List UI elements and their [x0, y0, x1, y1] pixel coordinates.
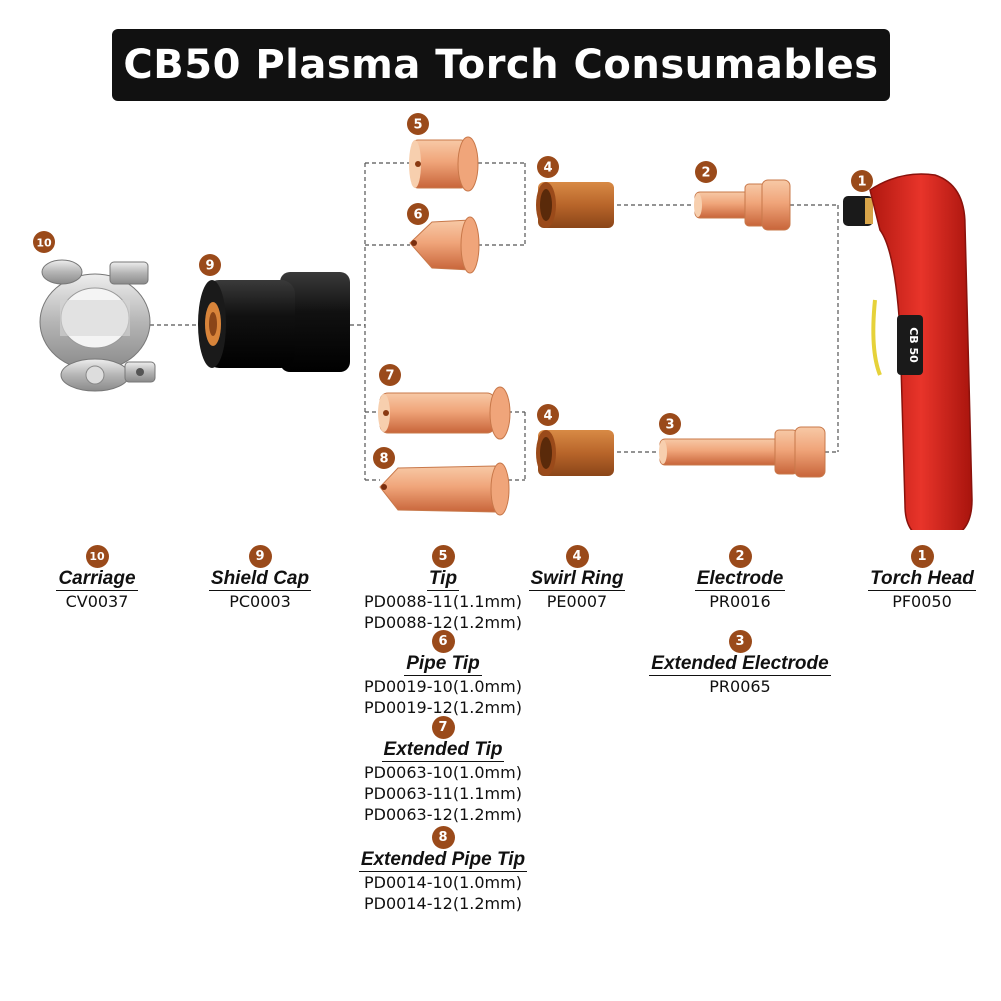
shield-cap-illustration — [198, 272, 350, 372]
part-code: PD0019-10(1.0mm) — [364, 677, 522, 696]
part-number-badge: 1 — [910, 545, 934, 568]
illustration-badge-1: 1 — [851, 170, 873, 192]
swirl-ring-illustration-2 — [536, 430, 614, 476]
illustration-badge-5: 5 — [407, 113, 429, 135]
illustration-badge-3: 3 — [659, 413, 681, 435]
part-code: PD0088-12(1.2mm) — [364, 613, 522, 632]
part-name: Carriage — [56, 568, 138, 591]
part-code: PF0050 — [892, 592, 952, 611]
svg-text:1: 1 — [857, 175, 866, 190]
part-code: PR0016 — [709, 592, 771, 611]
part-number-badge: 3 — [728, 630, 752, 653]
illustration-badge-9: 9 — [199, 254, 221, 276]
part-code: PD0063-12(1.2mm) — [364, 805, 522, 824]
illustration-badge-4: 4 — [537, 404, 559, 426]
pipe-tip-illustration — [409, 216, 480, 274]
part-number-badge: 4 — [565, 545, 589, 568]
part-name: Pipe Tip — [404, 653, 482, 676]
title-banner: CB50 Plasma Torch Consumables — [112, 29, 890, 101]
svg-text:10: 10 — [36, 237, 52, 250]
part-name: Electrode — [694, 568, 786, 591]
part-number-badge: 8 — [431, 826, 455, 849]
part-code: PC0003 — [229, 592, 291, 611]
illustration-badge-6: 6 — [407, 203, 429, 225]
part-code: PE0007 — [546, 592, 608, 611]
torch-body-text: CB 50 — [907, 327, 920, 363]
part-code: PD0088-11(1.1mm) — [364, 592, 522, 611]
part-name: Torch Head — [868, 568, 976, 591]
part-number-badge: 2 — [728, 545, 752, 568]
illustration-badge-8: 8 — [373, 447, 395, 469]
part-name: Extended Tip — [381, 739, 505, 762]
illustration-badge-2: 2 — [695, 161, 717, 183]
svg-text:4: 4 — [543, 409, 552, 424]
parts-illustration: CB 50 10 9 5 6 7 8 4 4 2 3 1 — [33, 113, 973, 530]
torch-head-illustration: CB 50 — [843, 173, 973, 530]
part-number-badge: 10 — [85, 545, 109, 568]
connector-lines — [150, 162, 839, 481]
svg-text:6: 6 — [413, 208, 422, 223]
carriage-illustration — [39, 259, 156, 392]
illustration-badge-10: 10 — [33, 231, 55, 253]
part-number-badge: 9 — [248, 545, 272, 568]
part-code: PD0014-12(1.2mm) — [364, 894, 522, 913]
extended-pipe-tip-illustration — [379, 462, 510, 516]
illustration-badge-4: 4 — [537, 156, 559, 178]
svg-text:8: 8 — [379, 452, 388, 467]
part-name: Extended Electrode — [649, 653, 831, 676]
part-name: Shield Cap — [208, 568, 312, 591]
part-name: Extended Pipe Tip — [358, 849, 528, 872]
svg-text:3: 3 — [665, 418, 674, 433]
svg-text:7: 7 — [385, 369, 394, 384]
part-code: PD0014-10(1.0mm) — [364, 873, 522, 892]
part-code: PD0063-11(1.1mm) — [364, 784, 522, 803]
part-code: CV0037 — [65, 592, 129, 611]
part-number-badge: 6 — [431, 630, 455, 653]
part-code: PD0019-12(1.2mm) — [364, 698, 522, 717]
electrode-illustration — [694, 179, 791, 231]
extended-electrode-illustration — [659, 426, 826, 478]
page-title: CB50 Plasma Torch Consumables — [123, 42, 879, 88]
part-name: Swirl Ring — [528, 568, 626, 591]
illustration-badges: 10 9 5 6 7 8 4 4 2 3 1 — [33, 113, 873, 469]
illustration-badge-7: 7 — [379, 364, 401, 386]
tip-illustration — [409, 136, 479, 192]
part-code: PR0065 — [709, 677, 771, 696]
part-name: Tip — [426, 568, 460, 591]
svg-text:5: 5 — [413, 118, 422, 133]
svg-text:4: 4 — [543, 161, 552, 176]
swirl-ring-illustration — [536, 182, 614, 228]
svg-text:9: 9 — [205, 259, 214, 274]
svg-text:2: 2 — [701, 166, 710, 181]
part-number-badge: 7 — [431, 716, 455, 739]
part-number-badge: 5 — [431, 545, 455, 568]
extended-tip-illustration — [378, 386, 511, 440]
part-code: PD0063-10(1.0mm) — [364, 763, 522, 782]
